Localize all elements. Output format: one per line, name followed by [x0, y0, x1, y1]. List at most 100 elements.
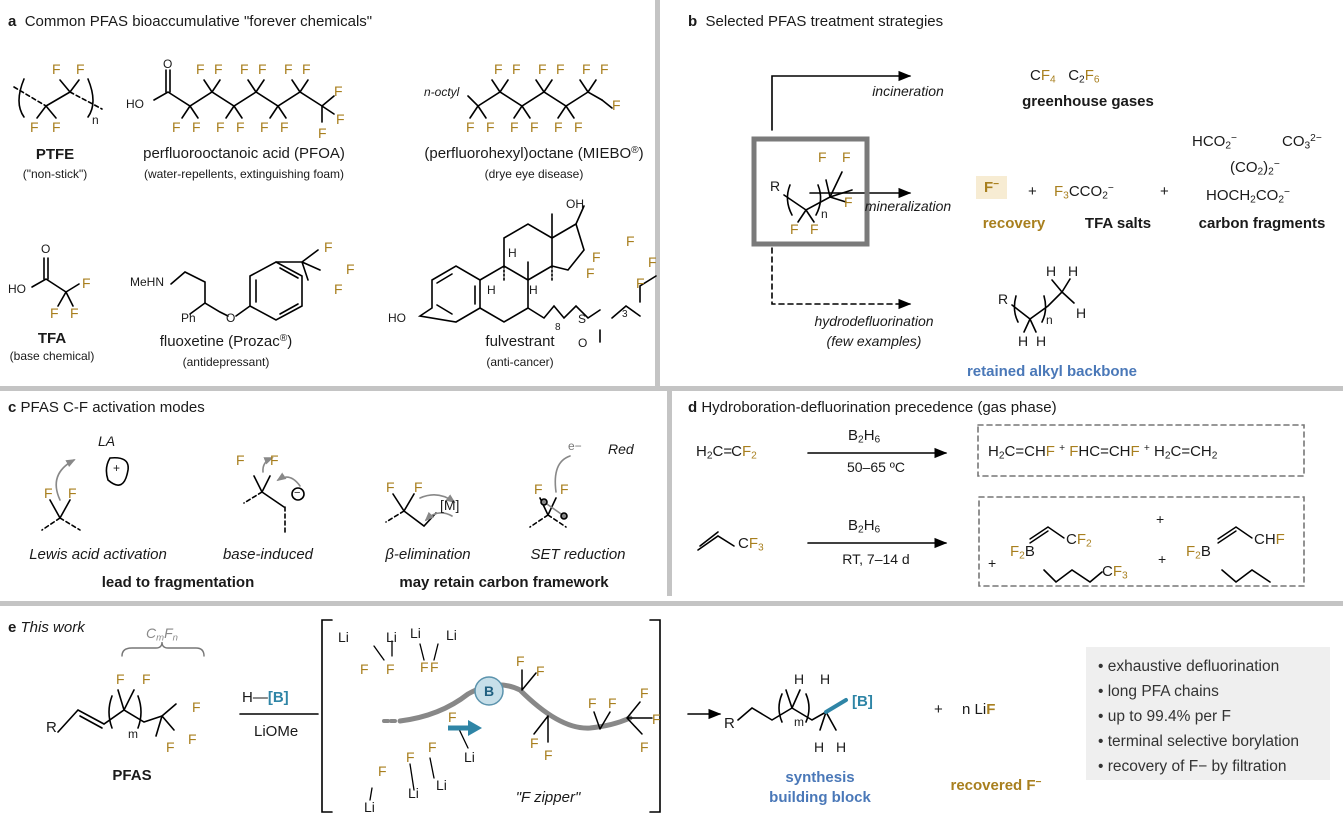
atom-label: H [836, 739, 847, 755]
reaction-1-products: H2C=CHF + FHC=CHF + H2C=CH2 [988, 442, 1218, 462]
carbon-fragments-caption: carbon fragments [1198, 215, 1326, 232]
highlight-item: • long PFA chains [1098, 683, 1219, 700]
fluorine-atom: F [586, 265, 595, 281]
atom-label: n [1046, 313, 1053, 327]
highlight-item: • terminal selective borylation [1098, 733, 1299, 750]
atom-label: Li [408, 785, 419, 801]
tfa-name: TFA [37, 330, 67, 347]
product-caption-line2: building block [769, 789, 871, 806]
fluorine-atom: F [428, 739, 437, 755]
panel-c-drawings [41, 456, 567, 536]
fluorine-atom: F [116, 671, 125, 687]
fluorine-atom: F [810, 221, 819, 237]
fluorine-atom: F [196, 61, 205, 77]
atom-label: HO [126, 97, 144, 111]
pfoa-name: perfluorooctanoic acid (PFOA) [143, 145, 345, 162]
miebo-name: (perfluorohexyl)octane (MIEBO®) [424, 144, 644, 162]
tfa-salt-formula: F3CCO2− [1054, 182, 1114, 202]
fluorine-atom: F [790, 221, 799, 237]
atom-label: 8 [555, 322, 561, 333]
atom-label: MeHN [130, 275, 165, 289]
chain-label: CmFn [146, 625, 178, 644]
lif-bonds [369, 640, 469, 801]
atom-label: + [1028, 183, 1037, 200]
carbonate-formula: CO32− [1282, 132, 1322, 152]
atom-label: Ph [181, 311, 196, 325]
fluorine-atom: F [52, 61, 61, 77]
atom-label: H [508, 246, 517, 260]
metal-label: [M] [440, 497, 460, 513]
fluorine-atom: F [534, 481, 543, 497]
fluorine-atom: F [582, 61, 591, 77]
fluorine-atom: F [600, 61, 609, 77]
panel-d-products-box-2 [978, 496, 1305, 587]
atom-label: n [821, 207, 828, 221]
fluorine-atom: F [284, 61, 293, 77]
fluorine-atom: F [842, 149, 851, 165]
fluorine-atom: F [626, 233, 635, 249]
greenhouse-gas-formulas: CF4 C2F6 [1030, 67, 1100, 86]
fluorine-atom: F [172, 119, 181, 135]
atom-label: H [794, 671, 805, 687]
lewis-acid-label: LA [98, 433, 116, 449]
retain-framework-caption: may retain carbon framework [399, 574, 609, 591]
atom-label: Li [446, 627, 457, 643]
boron-label: B [483, 683, 495, 699]
atom-label: H [1068, 263, 1079, 279]
fluorine-atom: F [510, 119, 519, 135]
atom-label: O [163, 57, 173, 71]
fluorine-atom: F [406, 749, 415, 765]
panel-d-products-box-1 [977, 424, 1305, 477]
fluorine-atom: F [574, 119, 583, 135]
fluorine-atom: F [270, 452, 279, 468]
zipper-f-bonds [521, 669, 653, 743]
panel-e-header: e This work [8, 619, 85, 636]
m-subscript: m [128, 727, 138, 741]
panel-e-substrate [57, 689, 177, 737]
retained-backbone-caption: retained alkyl backbone [966, 363, 1138, 380]
miebo-note: (drye eye disease) [484, 167, 584, 181]
fluorine-atom: F [30, 119, 39, 135]
atom-label: H [529, 283, 538, 297]
electron-label: e− [568, 439, 582, 453]
fluoride-recovery-highlight: F− [976, 176, 1008, 199]
n-octyl: n-octyl [424, 85, 460, 99]
product-r-group: R [724, 715, 735, 732]
fluorine-atom: F [334, 281, 343, 297]
fluorine-atom: F [538, 61, 547, 77]
reductant-label: Red [608, 441, 634, 457]
fluoxetine-name: fluoxetine (Prozac®) [159, 332, 293, 350]
atom-label: Li [386, 629, 397, 645]
fluorine-atom: F [530, 735, 539, 751]
panel-c-header: c PFAS C-F activation modes [8, 399, 205, 416]
lif-byproduct: n LiF [962, 701, 996, 718]
mode-lewis-acid: Lewis acid activation [29, 546, 167, 563]
glycolate-formula: HOCH2CO2− [1206, 186, 1290, 206]
fluoxetine-structure [170, 249, 321, 321]
fluorine-atom: F [214, 61, 223, 77]
fluorine-atom: F [652, 711, 661, 727]
atom-label: HO [388, 311, 406, 325]
mode-set-reduction: SET reduction [530, 546, 626, 563]
r-group: R [46, 719, 57, 736]
fluorine-atom: F [216, 119, 225, 135]
fluorine-atom: F [360, 661, 369, 677]
fluorine-atom: F [516, 653, 525, 669]
vdf-substrate: H2C=CF2 [696, 443, 757, 462]
fluorine-atom: F [486, 119, 495, 135]
anion-minus: − [294, 487, 301, 499]
fluorine-atom: F [530, 119, 539, 135]
atom-label: + [1160, 183, 1169, 200]
pfoa-note: (water-repellents, extinguishing foam) [143, 167, 345, 181]
fluorine-atom: F [258, 61, 267, 77]
tfa-salts-caption: TFA salts [1084, 215, 1152, 232]
fluorine-atom: F [142, 671, 151, 687]
fluorine-atom: F [82, 275, 91, 291]
atom-label: R [770, 178, 781, 194]
panel-d-header: d Hydroboration-defluorination precedenc… [688, 399, 1057, 416]
fluorine-atom: F [536, 663, 545, 679]
fulvestrant-note: (anti-cancer) [486, 355, 554, 369]
fluorine-atom: F [52, 119, 61, 135]
mineralization-label: mineralization [864, 198, 952, 214]
plus-d-3: + [1158, 551, 1167, 567]
